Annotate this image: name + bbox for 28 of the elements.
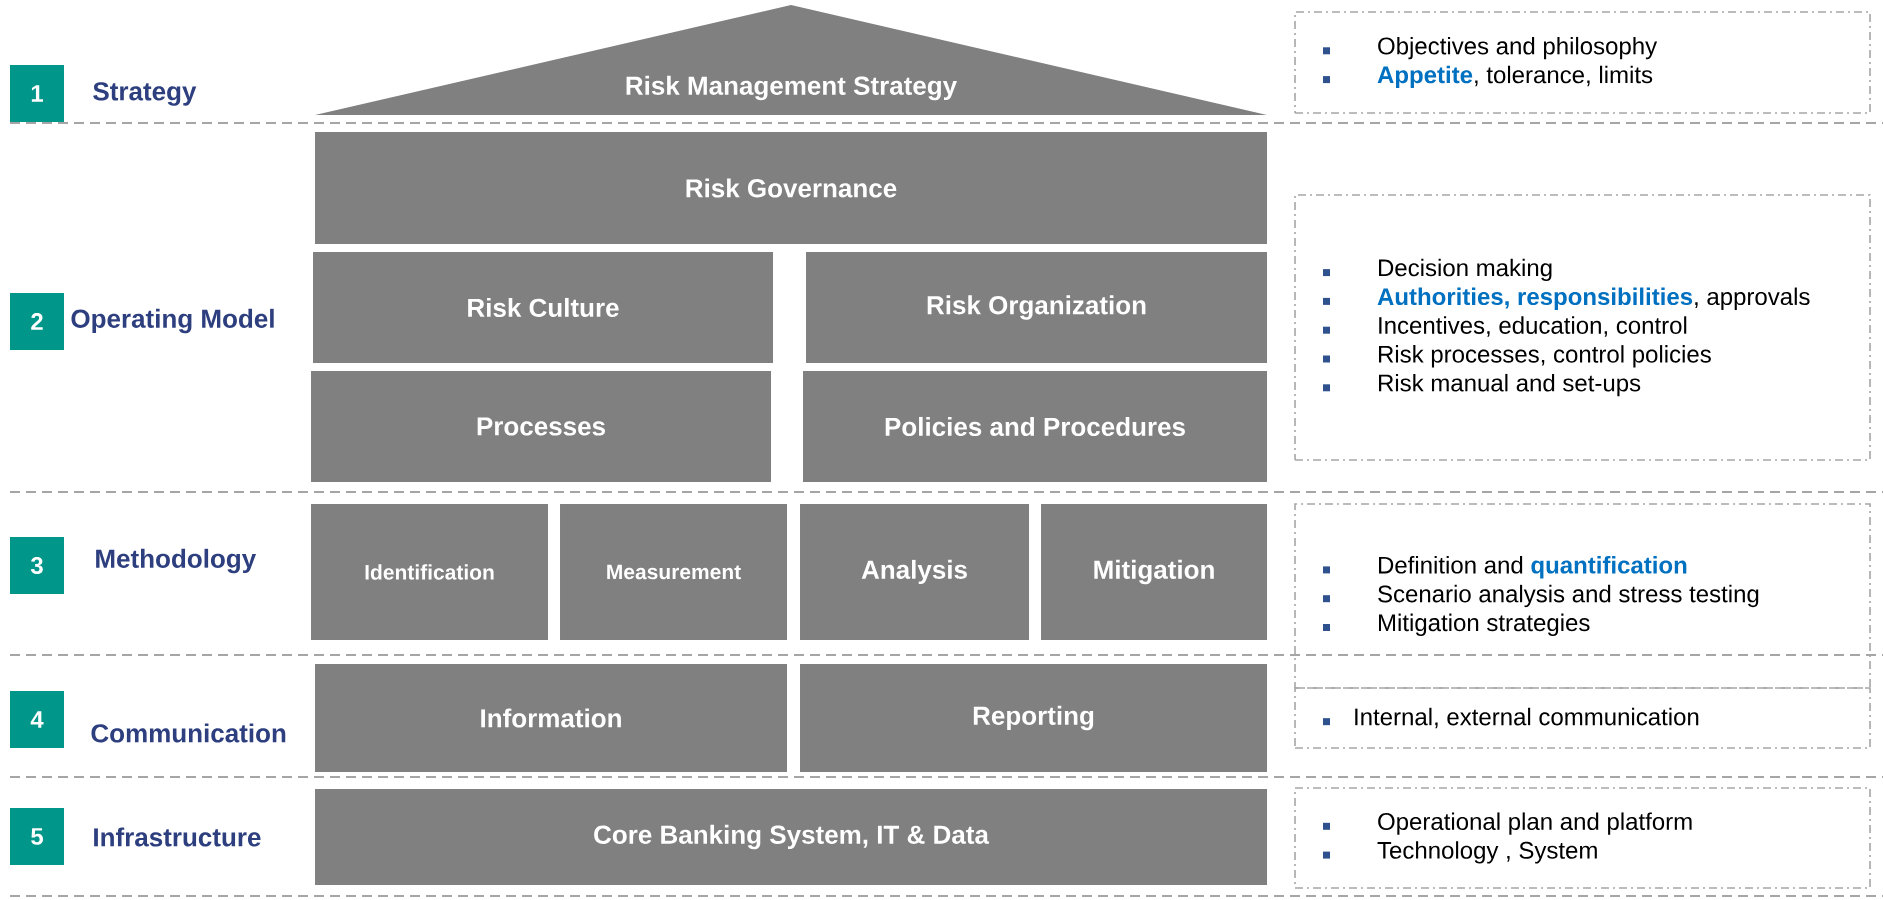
- pillar-block: Measurement: [560, 504, 787, 640]
- pillar-block: Identification: [311, 504, 548, 640]
- pillar-block: Information: [315, 664, 787, 772]
- bullet-list-box: Internal, external communication: [1294, 687, 1871, 749]
- number-badge: 3: [10, 537, 64, 594]
- bullet-list-box: Definition and quantification Scenario analysis and stress testing Mitigation strategies: [1294, 503, 1871, 689]
- pillar-block: Policies and Procedures: [803, 371, 1267, 482]
- pillar-block: Risk Culture: [313, 252, 773, 363]
- tier-label: Strategy: [93, 82, 197, 106]
- number-badge: 2: [10, 293, 64, 350]
- pillar-block: Risk Governance: [315, 132, 1267, 244]
- bullet-list-box: Objectives and philosophy Appetite, tolerance, limits: [1294, 11, 1871, 114]
- pillar-block: Analysis: [800, 504, 1029, 640]
- pillar-block: Risk Organization: [806, 252, 1267, 363]
- number-badge: 1: [10, 65, 64, 122]
- tier-label: Operating Model: [71, 308, 274, 334]
- pillar-block: Processes: [311, 371, 771, 482]
- tier-label: Methodology: [96, 548, 257, 574]
- roof-triangle: Risk Management Strategy: [315, 5, 1267, 115]
- tier-label: Communication: [91, 723, 286, 743]
- number-badge: 4: [10, 691, 64, 748]
- pillar-block: Reporting: [800, 664, 1267, 772]
- pillar-block: Mitigation: [1041, 504, 1267, 640]
- pillar-block: Core Banking System, IT & Data: [315, 789, 1267, 885]
- tier-label: Infrastructure: [94, 827, 261, 847]
- bullet-list-box: Decision making Authorities, responsibilities, approvals Incentives, education, control Risk processes, control policies Risk manual and set-ups: [1294, 194, 1871, 461]
- number-badge: 5: [10, 808, 64, 865]
- bullet-list-box: Operational plan and platform Technology , System: [1294, 787, 1871, 889]
